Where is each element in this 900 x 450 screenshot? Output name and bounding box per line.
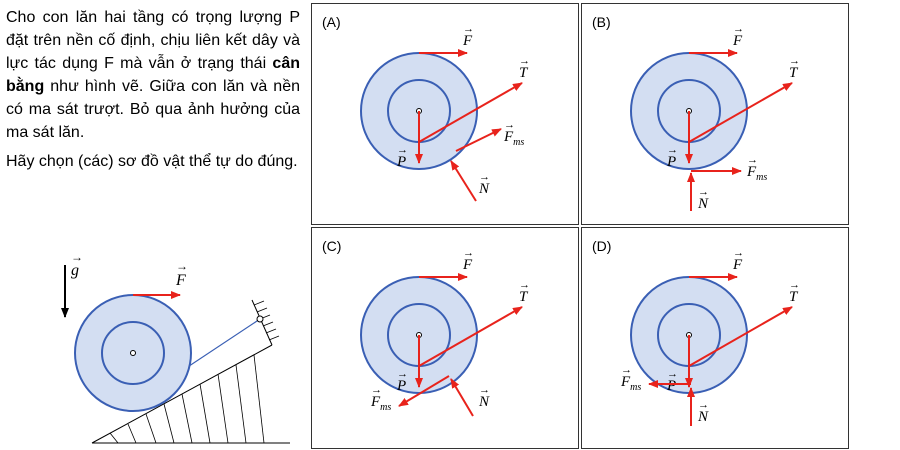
force-n-arrow [450, 160, 477, 202]
problem-bold-text: cân bằng [6, 55, 300, 95]
force-t-label-bar: → [789, 55, 800, 67]
force-fms-label: Fms [503, 129, 524, 148]
incline-hatch [109, 354, 265, 444]
force-f-label-bar: → [733, 247, 744, 259]
panel-d[interactable]: (D)→F→T→P→Fms→N [581, 227, 849, 449]
panel-c[interactable]: (C)→F→T→P→Fms→N [311, 227, 579, 449]
free-body-diagram: →F→T→P→Fms→N [360, 247, 530, 417]
problem-paragraph: Cho con lăn hai tầng có trọng lượng P đặ… [6, 6, 300, 144]
force-n-label: N [697, 196, 709, 212]
panel-label: (B) [592, 14, 611, 30]
force-f-label: F [732, 33, 743, 49]
force-n-label-bar: → [698, 186, 709, 198]
force-fms-label-bar: → [504, 119, 515, 131]
force-t-label-bar: → [519, 279, 530, 291]
force-n-label: N [478, 181, 490, 197]
problem-text-2: như hình vẽ. Giữa con lăn và nền có ma s… [6, 78, 300, 141]
force-t-arrow [418, 306, 523, 367]
force-p-label: P [396, 154, 406, 170]
force-p-label: P [666, 378, 676, 394]
force-f-label-bar: → [733, 23, 744, 35]
force-fms-label-subscript: ms [513, 137, 524, 148]
force-fms-label-bar: → [621, 364, 632, 376]
force-t-arrow [418, 82, 523, 143]
force-n-arrow [450, 378, 474, 417]
problem-text-1: Cho con lăn hai tầng có trọng lượng P đặ… [6, 9, 300, 72]
force-fms-arrow [455, 128, 502, 152]
panel-b[interactable]: (B)→F→T→P→Fms→N [581, 3, 849, 225]
roller-center [130, 350, 136, 356]
roller-inner [101, 321, 165, 385]
question-paragraph: Hãy chọn (các) sơ đồ vật thể tự do đúng. [6, 153, 298, 170]
force-fms-label-subscript: ms [630, 382, 641, 393]
force-p-label: P [666, 154, 676, 170]
panel-a[interactable]: (A)→F→T→P→Fms→N [311, 3, 579, 225]
force-t-label-bar: → [519, 55, 530, 67]
force-t-label: T [519, 65, 529, 81]
force-n-label: N [478, 394, 490, 410]
free-body-diagram: →F→T→P→Fms→N [620, 247, 800, 426]
panel-label: (C) [322, 238, 342, 254]
force-t-arrow [688, 82, 793, 143]
force-t-arrow [688, 306, 793, 367]
force-p-label-bar: → [667, 144, 678, 156]
rope-anchor [256, 315, 264, 323]
force-t-label: T [789, 289, 799, 305]
force-f-label-bar: → [463, 247, 474, 259]
wall-line [251, 299, 273, 346]
force-n-label-bar: → [479, 384, 490, 396]
force-fms-label: Fms [370, 394, 391, 413]
force-p-label-bar: → [397, 368, 408, 380]
force-t-label: T [789, 65, 799, 81]
force-fms-label-subscript: ms [756, 172, 767, 183]
force-f-label-bar: → [463, 23, 474, 35]
force-t-label: T [519, 289, 529, 305]
setup-force-label: F [175, 272, 186, 289]
gravity-arrow-bar: → [71, 250, 83, 264]
gravity-label: g [71, 262, 79, 279]
free-body-diagram: →F→T→P→Fms→N [360, 23, 530, 202]
setup-diagram: → g → F [61, 250, 290, 444]
panel-label: (D) [592, 238, 612, 254]
force-fms-arrow [398, 375, 450, 407]
force-n-label: N [697, 409, 709, 425]
force-f-label: F [462, 33, 473, 49]
force-fms-label-bar: → [747, 154, 758, 166]
force-f-label: F [732, 257, 743, 273]
setup-force-arrow-bar: → [176, 259, 188, 273]
problem-statement: Cho con lăn hai tầng có trọng lượng P đặ… [6, 6, 300, 179]
force-n-label-bar: → [698, 399, 709, 411]
force-fms-label-subscript: ms [380, 402, 391, 413]
panel-label: (A) [322, 14, 341, 30]
force-fms-label: Fms [620, 374, 641, 393]
force-fms-label-bar: → [371, 384, 382, 396]
free-body-diagram: →F→T→P→Fms→N [630, 23, 800, 212]
force-n-label-bar: → [479, 171, 490, 183]
force-p-label-bar: → [397, 144, 408, 156]
force-f-label: F [462, 257, 473, 273]
force-p-label: P [396, 378, 406, 394]
force-t-label-bar: → [789, 279, 800, 291]
force-p-label-bar: → [667, 368, 678, 380]
force-fms-label: Fms [746, 164, 767, 183]
